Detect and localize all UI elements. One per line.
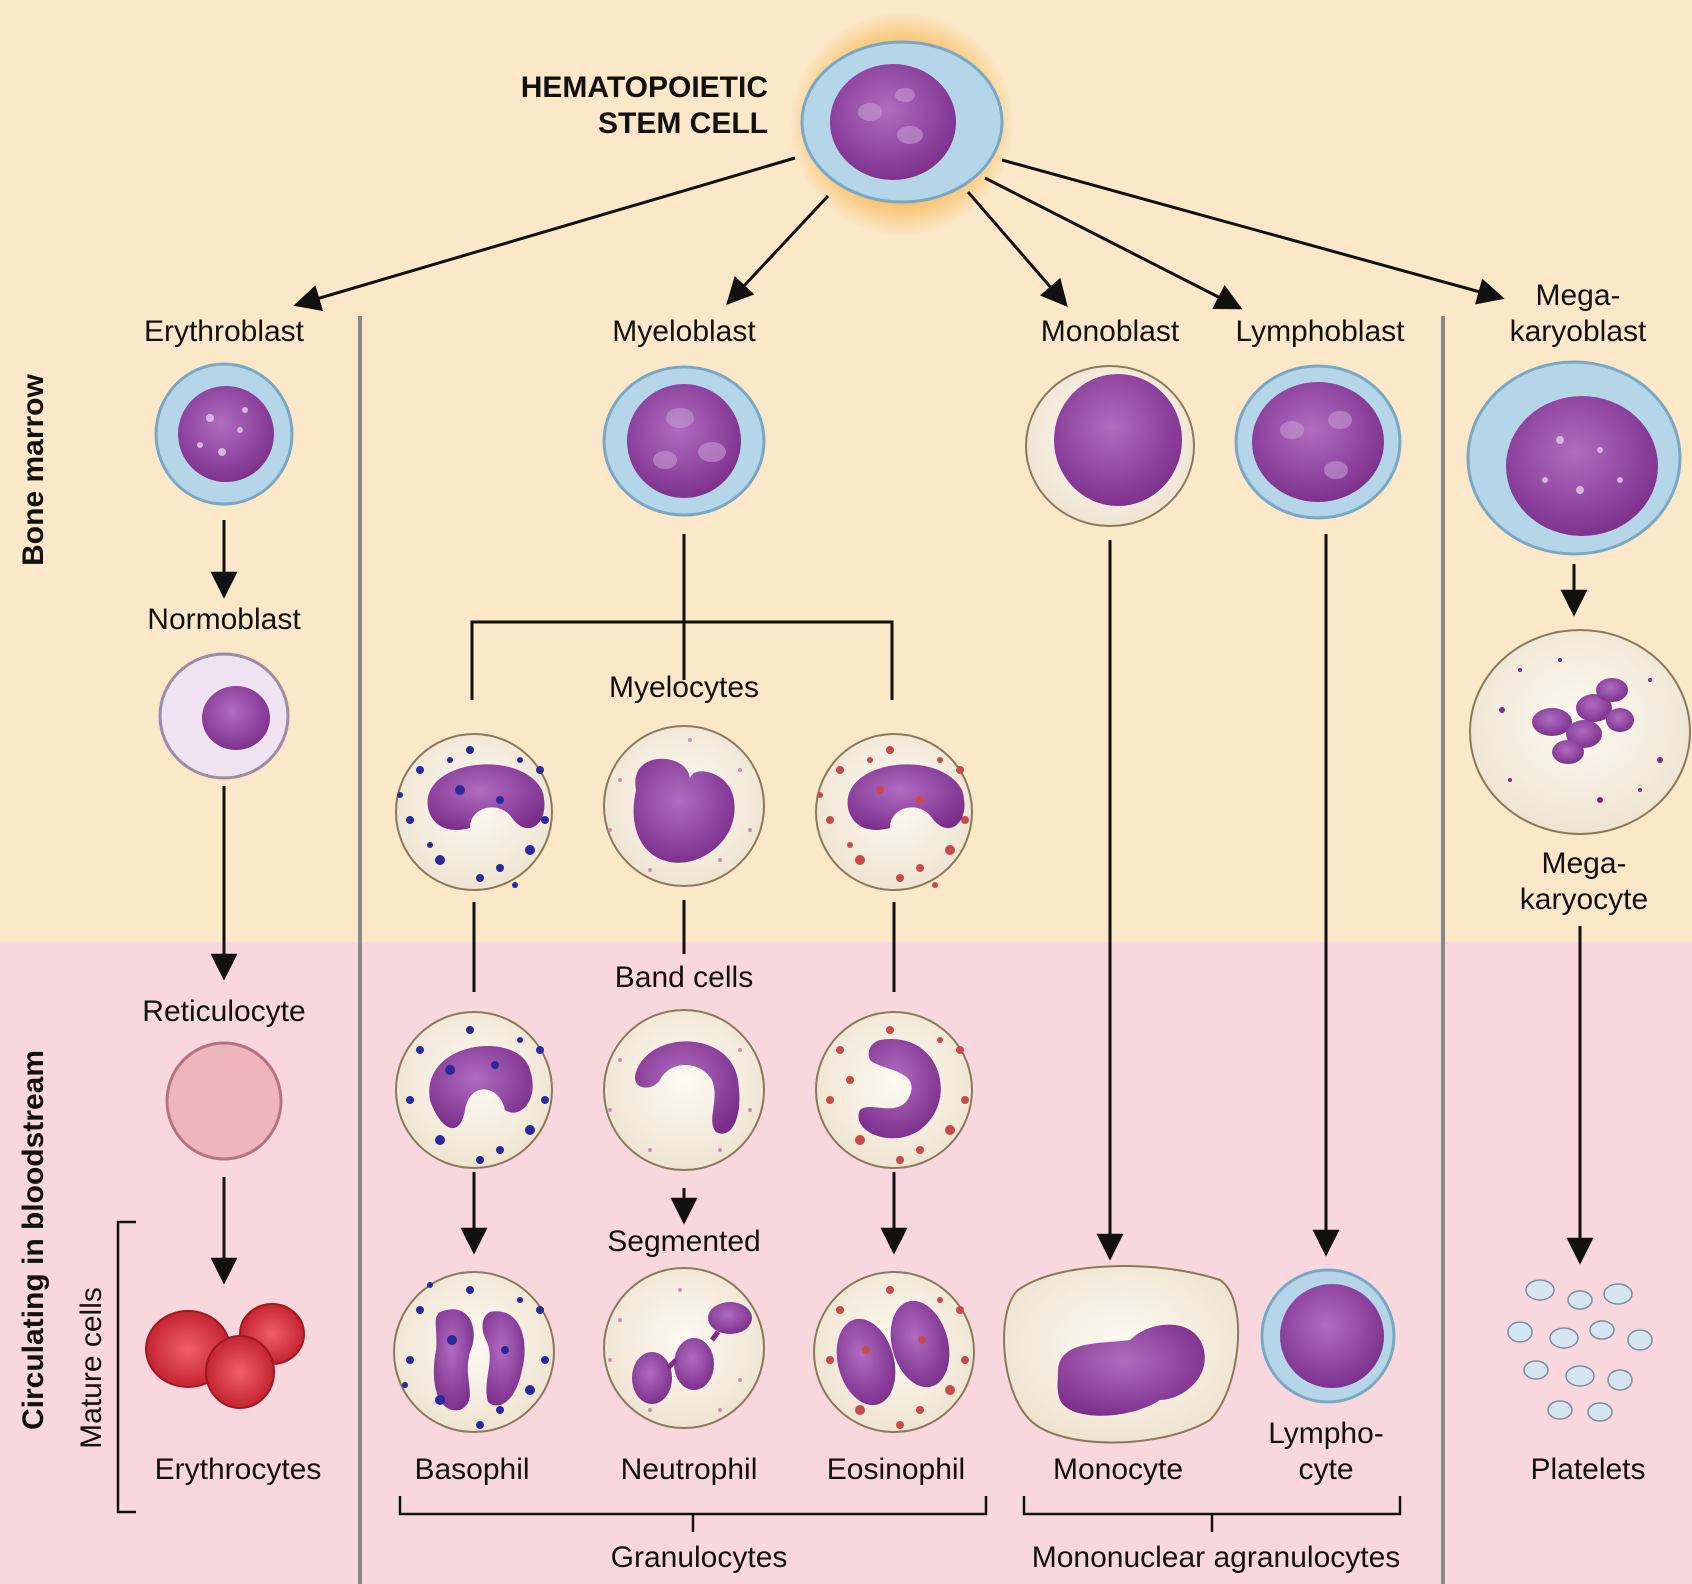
eosinophil-label: Eosinophil: [826, 1453, 966, 1486]
lymphocyte-label: Lympho- cyte: [1268, 1417, 1384, 1486]
myeloblast-label: Myeloblast: [612, 315, 756, 348]
megakaryocyte-label: Mega- karyocyte: [1519, 847, 1649, 916]
reticulocyte-cell: [165, 1041, 283, 1161]
normoblast-cell: [158, 652, 290, 780]
monoblast-cell: [1025, 365, 1195, 527]
erythrocytes-label: Erythrocytes: [154, 1453, 322, 1486]
mature-cells-bracket: [116, 1220, 136, 1514]
lymphocyte-cell: [1260, 1268, 1396, 1404]
myeloblast-cell: [602, 365, 766, 517]
arrow-to-lymphoblast: [984, 176, 1243, 310]
monoblast-label: Monoblast: [1040, 315, 1180, 348]
neutrophil-cell: [603, 1267, 765, 1429]
granulocytes-bracket: [398, 1496, 988, 1532]
basophil-cell: [393, 1271, 555, 1433]
erythrocyte-cells: [145, 1303, 305, 1409]
neutrophil-band: [603, 1009, 765, 1171]
stem-cell: [790, 12, 1014, 236]
band-cells-label: Band cells: [614, 961, 754, 994]
megakaryoblast-cell: [1466, 360, 1682, 556]
agranulocytes-label: Mononuclear agranulocytes: [1031, 1541, 1401, 1574]
erythroblast-cell: [154, 362, 294, 506]
megakaryocyte-cell: [1469, 629, 1691, 835]
reticulocyte-label: Reticulocyte: [142, 995, 306, 1028]
lymphoblast-cell: [1234, 364, 1402, 520]
myelocytes-label: Myelocytes: [608, 671, 760, 704]
arrow-to-monoblast: [966, 191, 1068, 308]
stem-cell-label: HEMATOPOIETIC STEM CELL: [520, 71, 768, 140]
eosinophil-band: [815, 1011, 973, 1169]
bone-marrow-label: Bone marrow: [17, 374, 50, 566]
monocyte-label: Monocyte: [1052, 1453, 1184, 1486]
normoblast-label: Normoblast: [147, 603, 301, 636]
arrow-to-myeloblast: [726, 194, 830, 305]
segmented-label: Segmented: [607, 1225, 761, 1258]
eosinophil-cell: [813, 1271, 975, 1433]
neutrophil-myelocyte: [603, 725, 765, 887]
monocyte-cell: [1003, 1265, 1240, 1444]
mature-cells-label: Mature cells: [75, 1287, 108, 1449]
arrow-to-megakaryoblast: [1001, 158, 1505, 305]
basophil-label: Basophil: [414, 1453, 530, 1486]
megakaryoblast-label: Mega- karyoblast: [1509, 279, 1647, 348]
basophil-band: [395, 1011, 553, 1169]
basophil-myelocyte: [395, 733, 553, 891]
arrow-to-erythroblast: [293, 156, 796, 312]
platelet-cluster: [1507, 1279, 1653, 1422]
erythroblast-label: Erythroblast: [143, 315, 305, 348]
granulocytes-label: Granulocytes: [610, 1541, 788, 1574]
neutrophil-label: Neutrophil: [620, 1453, 758, 1486]
myeloid-branch: [470, 534, 894, 700]
eosinophil-myelocyte: [815, 733, 973, 891]
lymphoblast-label: Lymphoblast: [1235, 315, 1405, 348]
platelets-label: Platelets: [1530, 1453, 1646, 1486]
bloodstream-label: Circulating in bloodstream: [17, 1049, 50, 1431]
agranulocytes-bracket: [1022, 1496, 1402, 1532]
